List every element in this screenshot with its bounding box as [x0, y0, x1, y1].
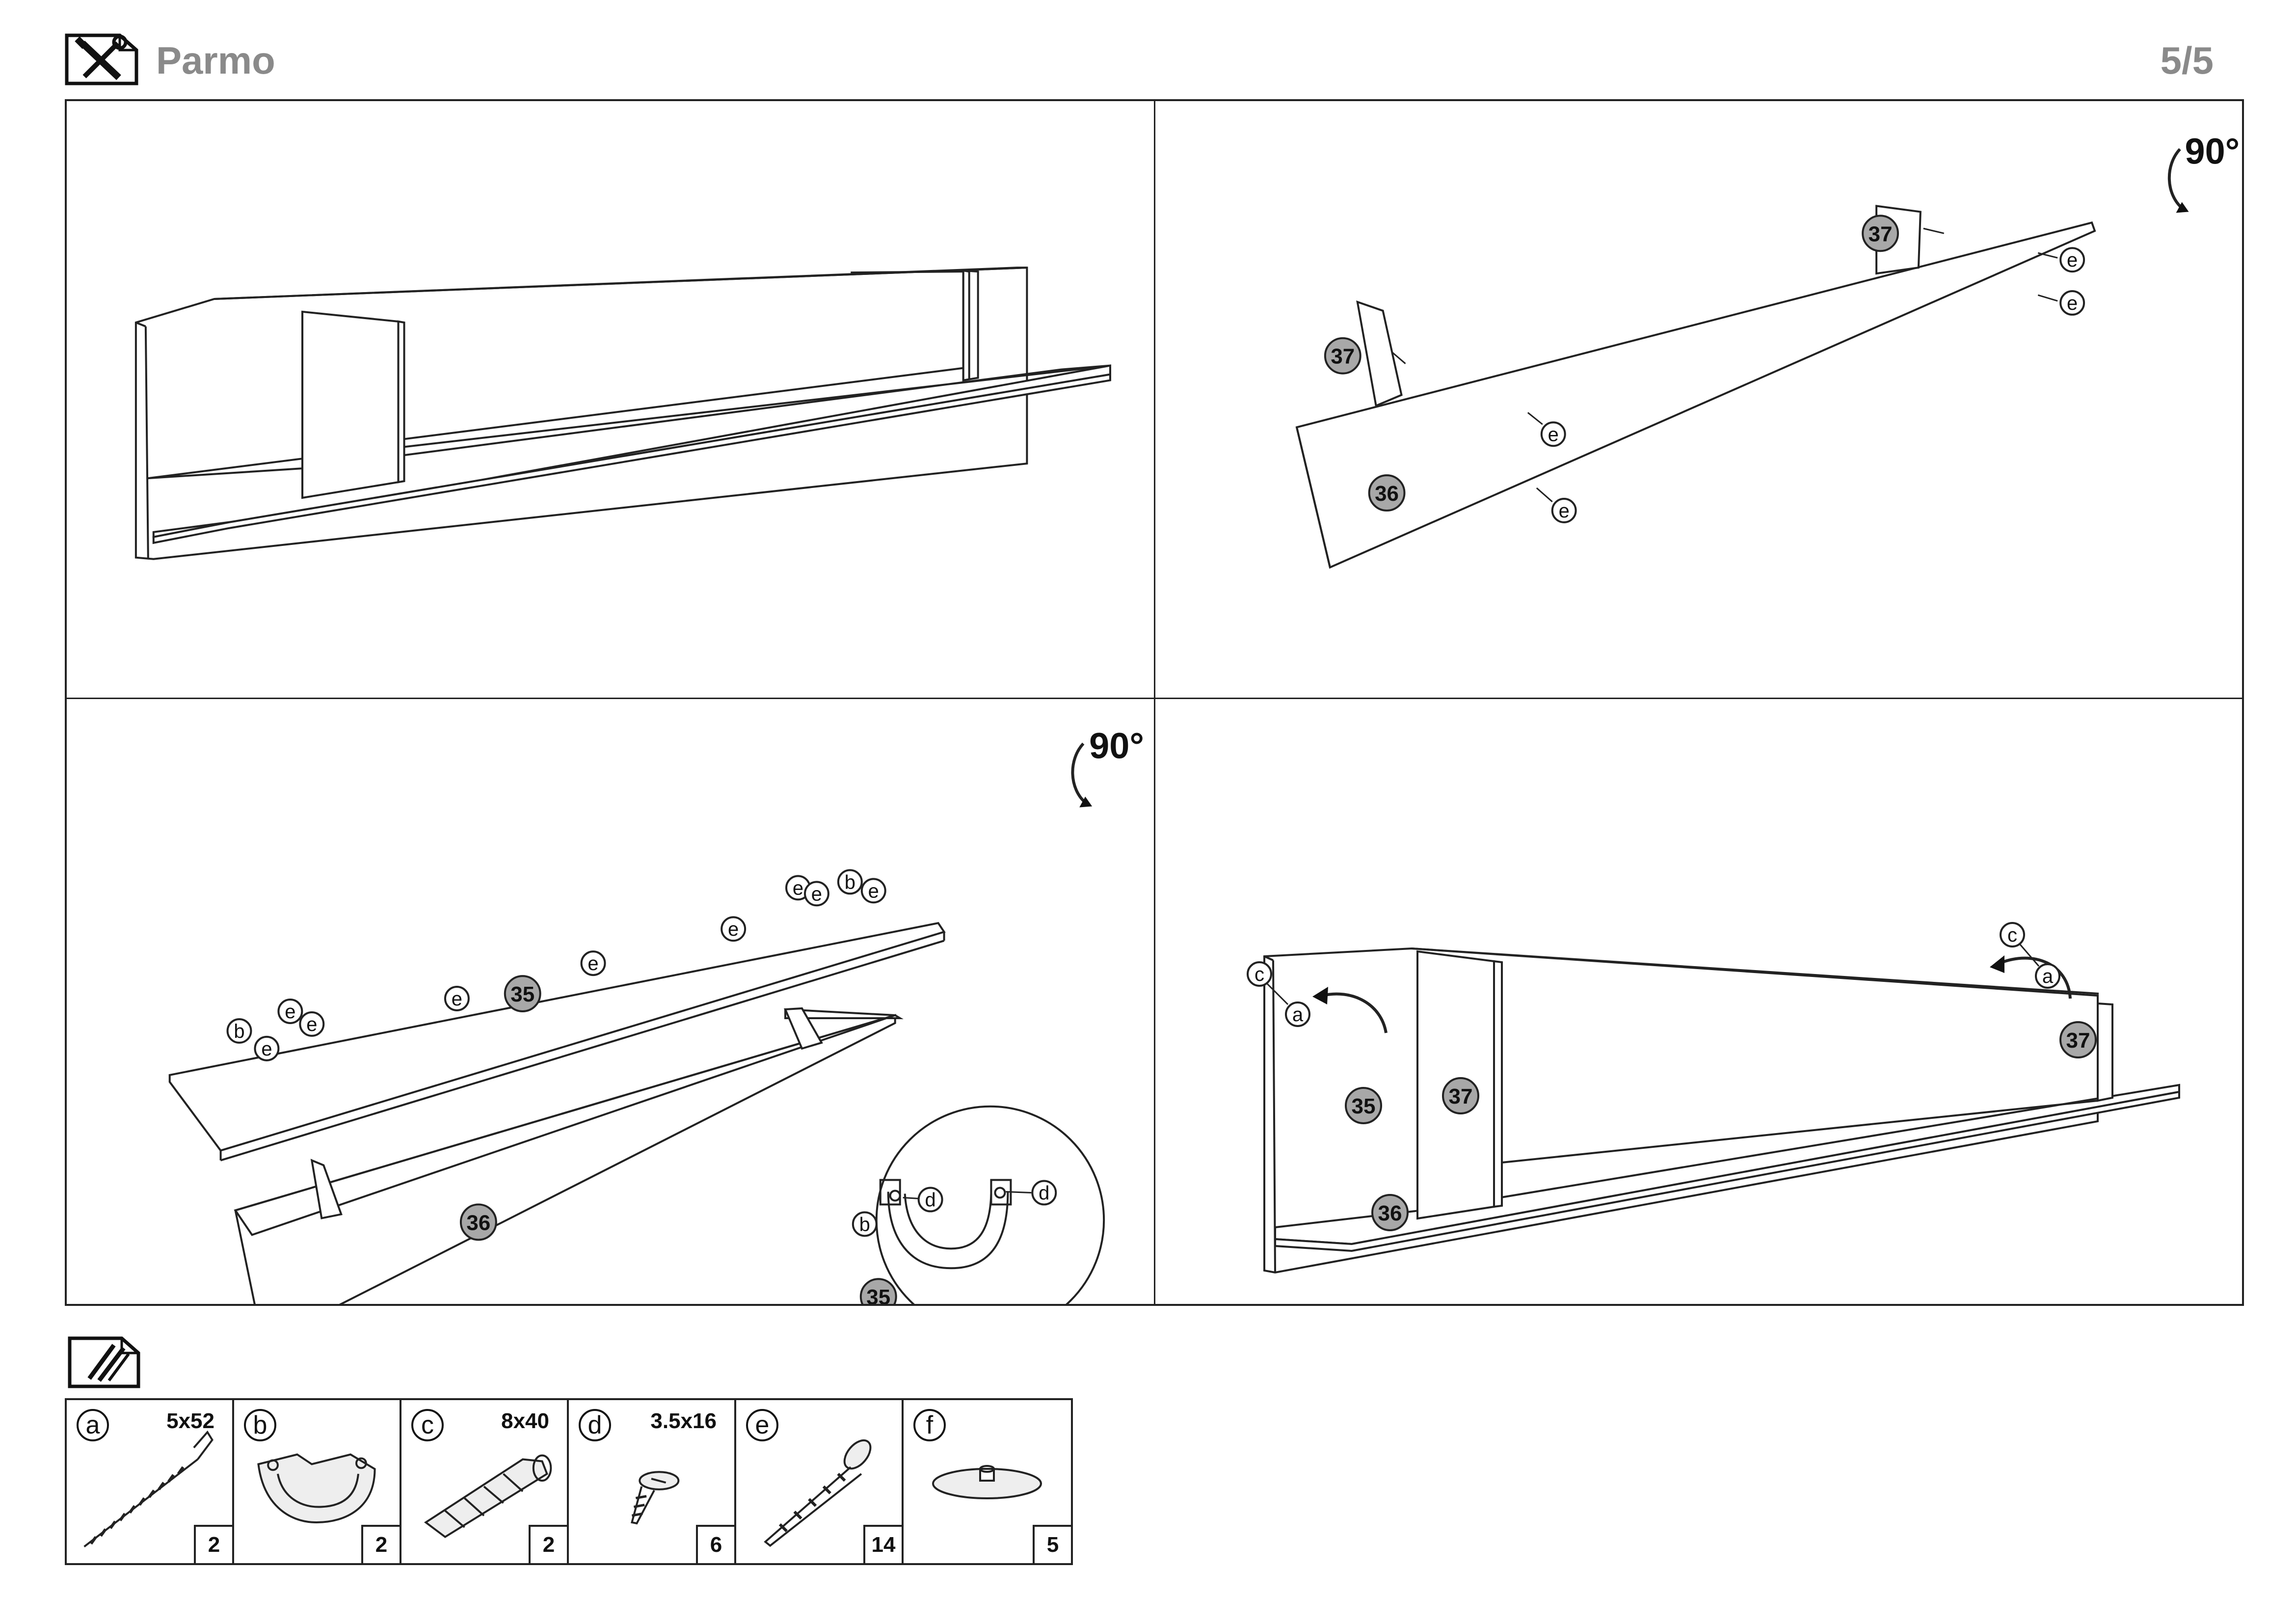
hardware-item-d: d 3.5x16 6 — [569, 1400, 736, 1563]
hardware-item-e: e 14 — [736, 1400, 904, 1563]
hardware-quantity: 6 — [696, 1525, 734, 1563]
step-panel-wall-mount: 35 37 36 37 c a c a — [1155, 699, 2242, 1304]
svg-text:d: d — [925, 1189, 936, 1211]
step-panel-finished-shelf — [67, 101, 1155, 699]
svg-text:e: e — [2067, 293, 2078, 314]
part-badge-35: 35 — [1345, 1087, 1382, 1124]
svg-text:a: a — [1292, 1004, 1304, 1026]
svg-text:c: c — [1255, 964, 1264, 985]
hardware-item-a: a 5x52 2 — [67, 1400, 234, 1563]
page-title: Parmo — [156, 39, 275, 82]
part-badge-36: 36 — [1371, 1194, 1409, 1231]
step4-drawing: 35 37 36 37 c a c a — [1247, 922, 2180, 1274]
hardware-item-c: c 8x40 2 — [401, 1400, 569, 1563]
screw-callout-e-3: e — [1527, 412, 1566, 447]
part-badge-37-a: 37 — [1862, 215, 1899, 252]
part-badge-37-right: 37 — [2059, 1021, 2097, 1058]
hardware-size: 3.5x16 — [650, 1409, 717, 1433]
hardware-quantity: 5 — [1033, 1525, 1071, 1563]
hardware-letter: c — [411, 1409, 444, 1441]
part-badge-36: 36 — [1368, 474, 1406, 512]
part-badge-36: 36 — [459, 1203, 497, 1241]
step-panel-attach-brackets: 90° 35 36 b e e e e e e e e b — [67, 699, 1155, 1304]
svg-text:37: 37 — [1869, 222, 1893, 246]
svg-text:e: e — [868, 880, 879, 902]
hardware-size: 8x40 — [501, 1409, 549, 1433]
svg-text:b: b — [859, 1214, 870, 1235]
confirmat-screw-icon — [764, 1439, 872, 1547]
page-number: 5/5 — [2160, 39, 2214, 82]
wall-plug-icon — [424, 1454, 552, 1539]
screw-callouts: b e e e e e e e e b e — [226, 869, 886, 1061]
hook-screw-icon — [83, 1430, 214, 1547]
svg-text:e: e — [1559, 500, 1570, 522]
hardware-letter: d — [579, 1409, 611, 1441]
bracket-icon — [257, 1453, 376, 1523]
svg-text:b: b — [234, 1021, 244, 1042]
step-panel-attach-sides: 90° 37 37 36 e e e e — [1155, 101, 2242, 699]
svg-text:b: b — [845, 871, 855, 893]
hardware-letter: e — [746, 1409, 778, 1441]
step2-drawing: 90° 37 37 36 e e e e — [1295, 131, 2240, 569]
svg-text:e: e — [306, 1014, 317, 1035]
hardware-size: 5x52 — [166, 1409, 214, 1433]
screw-callout-e-2: e — [2037, 290, 2085, 316]
svg-text:35: 35 — [1352, 1094, 1376, 1118]
hardware-letter: f — [913, 1409, 946, 1441]
part-badge-37-b: 37 — [1324, 337, 1362, 375]
screw-callout-e-1: e — [2037, 247, 2085, 273]
part-badge-37-left: 37 — [1442, 1077, 1479, 1114]
svg-text:e: e — [285, 1001, 295, 1023]
hardware-letter: b — [244, 1409, 276, 1441]
svg-text:a: a — [2042, 966, 2054, 987]
svg-text:e: e — [261, 1038, 272, 1060]
hardware-item-b: b 2 — [234, 1400, 401, 1563]
svg-text:e: e — [1548, 424, 1559, 445]
shelf-drawing — [134, 267, 1111, 560]
svg-text:35: 35 — [866, 1285, 890, 1304]
svg-text:e: e — [728, 919, 739, 940]
svg-text:35: 35 — [510, 982, 534, 1006]
part-badge-35-top: 35 — [504, 975, 541, 1012]
rotation-label: 90° — [2185, 131, 2240, 172]
rotate-arrow-icon — [2167, 148, 2184, 210]
assembly-steps: 90° 37 37 36 e e e e — [65, 99, 2244, 1306]
detail-magnifier: d d b 35 — [852, 1105, 1105, 1304]
svg-text:e: e — [587, 953, 598, 974]
hardware-quantity: 2 — [194, 1525, 232, 1563]
svg-text:d: d — [1039, 1182, 1049, 1204]
small-screw-icon — [631, 1471, 680, 1525]
rotation-label: 90° — [1089, 726, 1144, 766]
step3-drawing: 90° 35 36 b e e e e e e e e b — [168, 726, 1144, 1304]
tools-icon — [65, 33, 138, 85]
hardware-quantity: 2 — [529, 1525, 567, 1563]
rotate-arrow-head — [2176, 202, 2189, 213]
hardware-list: a 5x52 2 b 2 c 8x40 2 — [65, 1398, 1073, 1565]
svg-text:e: e — [2067, 249, 2078, 271]
hardware-quantity: 14 — [863, 1525, 902, 1563]
rotate-arrow-icon — [1071, 742, 1088, 805]
svg-text:e: e — [793, 877, 803, 899]
screws-icon — [68, 1336, 140, 1388]
svg-text:37: 37 — [2066, 1029, 2090, 1053]
hardware-letter: a — [77, 1409, 109, 1441]
svg-text:c: c — [2007, 924, 2017, 946]
svg-text:36: 36 — [1378, 1201, 1402, 1225]
svg-text:e: e — [811, 883, 822, 905]
svg-text:37: 37 — [1449, 1084, 1473, 1109]
svg-text:37: 37 — [1331, 345, 1355, 369]
felt-pad-icon — [932, 1465, 1042, 1499]
hardware-item-f: f 5 — [904, 1400, 1071, 1563]
screw-callout-e-4: e — [1536, 487, 1577, 523]
svg-text:e: e — [452, 988, 462, 1010]
hardware-quantity: 2 — [361, 1525, 400, 1563]
svg-text:36: 36 — [1375, 482, 1399, 506]
svg-text:36: 36 — [466, 1211, 490, 1235]
